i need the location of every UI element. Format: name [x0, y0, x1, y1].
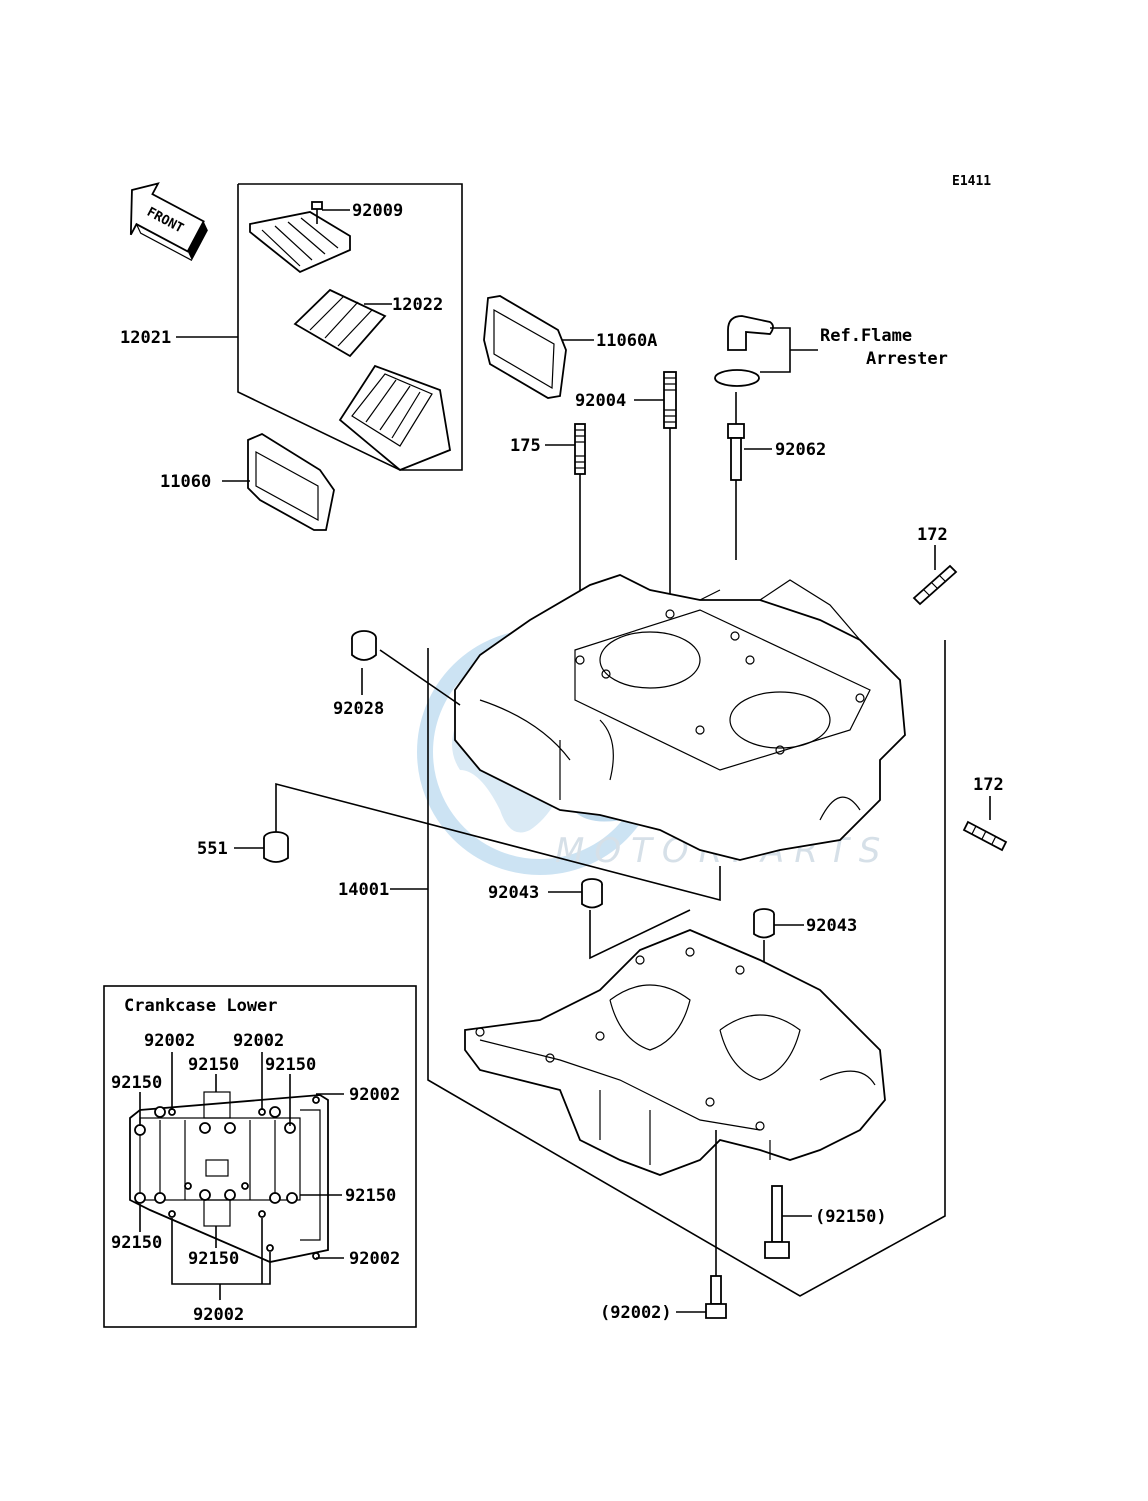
- label-92062: 92062: [775, 440, 826, 460]
- front-arrow-icon: FRONT: [129, 182, 208, 261]
- plug-92028: [351, 630, 461, 706]
- stud-172-lower: [962, 820, 1008, 852]
- stud-172-upper: [912, 564, 958, 606]
- bolt-92150: [764, 1185, 790, 1259]
- inset-title: Crankcase Lower: [124, 996, 278, 1016]
- reed-petals: [293, 288, 387, 358]
- stud-92004: [663, 371, 677, 610]
- flame-arrester-hose: [714, 315, 774, 387]
- inset-label-92150-e: 92150: [111, 1073, 162, 1093]
- bolt-92002: [705, 1130, 727, 1319]
- label-11060a: 11060A: [596, 331, 657, 351]
- screw-92009: [311, 201, 323, 224]
- label-92043-left: 92043: [488, 883, 539, 903]
- fitting-92062: [727, 392, 745, 560]
- label-172-upper: 172: [917, 525, 948, 545]
- label-92002-paren: (92002): [600, 1303, 672, 1323]
- crankcase-lower: [464, 929, 886, 1176]
- label-12021: 12021: [120, 328, 171, 348]
- assembly-bracket-14001: [390, 640, 946, 1297]
- label-92028: 92028: [333, 699, 384, 719]
- ref-flame-line1: Ref.Flame: [820, 326, 912, 346]
- label-551: 551: [197, 839, 228, 859]
- inset-label-92002-f: 92002: [349, 1085, 400, 1105]
- inset-label-92002-a: 92002: [144, 1031, 195, 1051]
- inset-crankcase-lower: Crankcase Lower: [103, 985, 417, 1328]
- inset-label-92002-b: 92002: [233, 1031, 284, 1051]
- inset-label-92150-i: 92150: [188, 1249, 239, 1269]
- label-92043-right: 92043: [806, 916, 857, 936]
- label-12022: 12022: [392, 295, 443, 315]
- label-92150-paren: (92150): [815, 1207, 887, 1227]
- dowel-551: [263, 831, 289, 863]
- dowel-92043-right: [753, 908, 775, 1020]
- inset-label-92150-c: 92150: [188, 1055, 239, 1075]
- inset-bolt-holes: [134, 1096, 320, 1260]
- inset-label-92150-h: 92150: [111, 1233, 162, 1253]
- reed-stopper-plate: [249, 211, 351, 274]
- ref-flame-line2: Arrester: [866, 349, 948, 369]
- label-92004: 92004: [575, 391, 626, 411]
- gasket-11060: 11060: [160, 432, 335, 531]
- reed-cage: [338, 364, 452, 472]
- label-14001: 14001: [338, 880, 389, 900]
- inset-label-92002-j: 92002: [349, 1249, 400, 1269]
- inset-label-92002-k: 92002: [193, 1305, 244, 1325]
- diagram-code: E1411: [952, 174, 991, 189]
- inset-label-92150-d: 92150: [265, 1055, 316, 1075]
- reed-valve-assembly-box: 12021 92009 12022: [120, 183, 463, 472]
- inset-label-92150-g: 92150: [345, 1186, 396, 1206]
- gasket-11060a: 11060A: [483, 295, 657, 399]
- label-175: 175: [510, 436, 541, 456]
- label-92009: 92009: [352, 201, 403, 221]
- label-11060: 11060: [160, 472, 211, 492]
- dowel-92043-left: [581, 878, 603, 909]
- crankcase-upper: [454, 574, 906, 861]
- label-172-lower: 172: [973, 775, 1004, 795]
